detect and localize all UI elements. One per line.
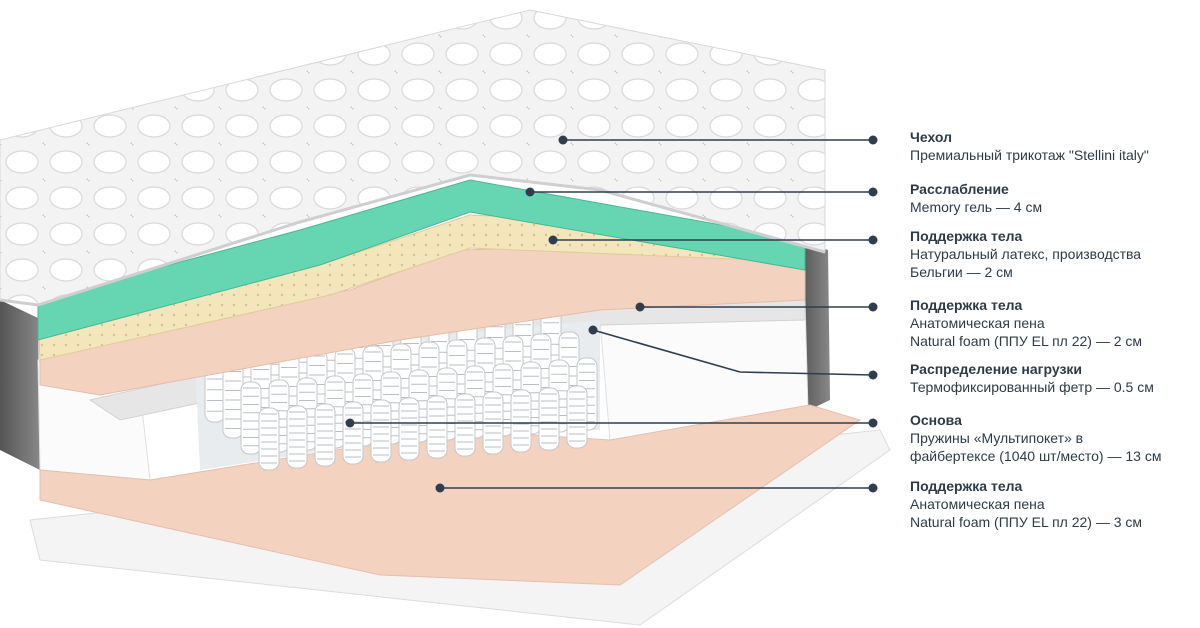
spring-coil [426,395,448,459]
label-foam-2cm-title: Поддержка тела [910,297,1023,313]
label-latex-desc: Натуральный латекс, производства Бельгии… [910,246,1142,280]
label-foam-2cm-desc: Анатомическая пена Natural foam (ППУ EL … [910,315,1143,349]
spring-coil [566,385,588,449]
label-foam-3cm-title: Поддержка тела [910,478,1023,494]
label-foam-2cm: Поддержка тела Анатомическая пена Natura… [910,296,1142,350]
label-cover: Чехол Премиальный трикотаж "Stellini ita… [910,128,1149,164]
label-gel-title: Расслабление [910,181,1009,197]
leader-felt [588,325,878,380]
spring-coil [240,381,262,455]
label-gel: Расслабление Memory гель — 4 см [910,180,1042,216]
leader-springs [345,418,878,428]
label-felt-desc: Термофиксированный фетр — 0.5 см [910,379,1154,395]
leader-cover [558,135,878,145]
leader-foam-2cm [635,302,878,312]
label-latex-title: Поддержка тела [910,228,1023,244]
side-panel-left [0,300,40,470]
label-cover-desc: Премиальный трикотаж "Stellini italy" [910,147,1149,163]
label-springs: Основа Пружины «Мультипокет» в файбертек… [910,411,1161,465]
spring-coil [342,401,364,465]
spring-coil [370,399,392,463]
spring-coil [258,407,280,471]
label-foam-3cm: Поддержка тела Анатомическая пена Natura… [910,477,1142,531]
leader-gel [525,187,878,197]
spring-coil [510,389,532,453]
gel-layer [37,179,806,341]
leader-lines [345,135,878,493]
label-springs-title: Основа [910,412,962,428]
label-cover-title: Чехол [910,129,952,145]
label-latex: Поддержка тела Натуральный латекс, произ… [910,227,1141,281]
label-gel-desc: Memory гель — 4 см [910,199,1043,215]
label-foam-3cm-desc: Анатомическая пена Natural foam (ППУ EL … [910,496,1143,530]
side-panel-right [800,240,830,412]
label-felt: Распределение нагрузки Термофиксированны… [910,360,1154,396]
spring-coil [286,405,308,469]
cover-edge [0,173,826,307]
label-springs-desc: Пружины «Мультипокет» в файбертексе (104… [910,430,1162,464]
spring-coil [314,403,336,467]
spring-coil [538,387,560,451]
leader-latex [548,235,878,245]
leader-foam-3cm [435,483,878,493]
spring-coil [454,393,476,457]
spring-coil [398,397,420,461]
label-felt-title: Распределение нагрузки [910,361,1083,377]
